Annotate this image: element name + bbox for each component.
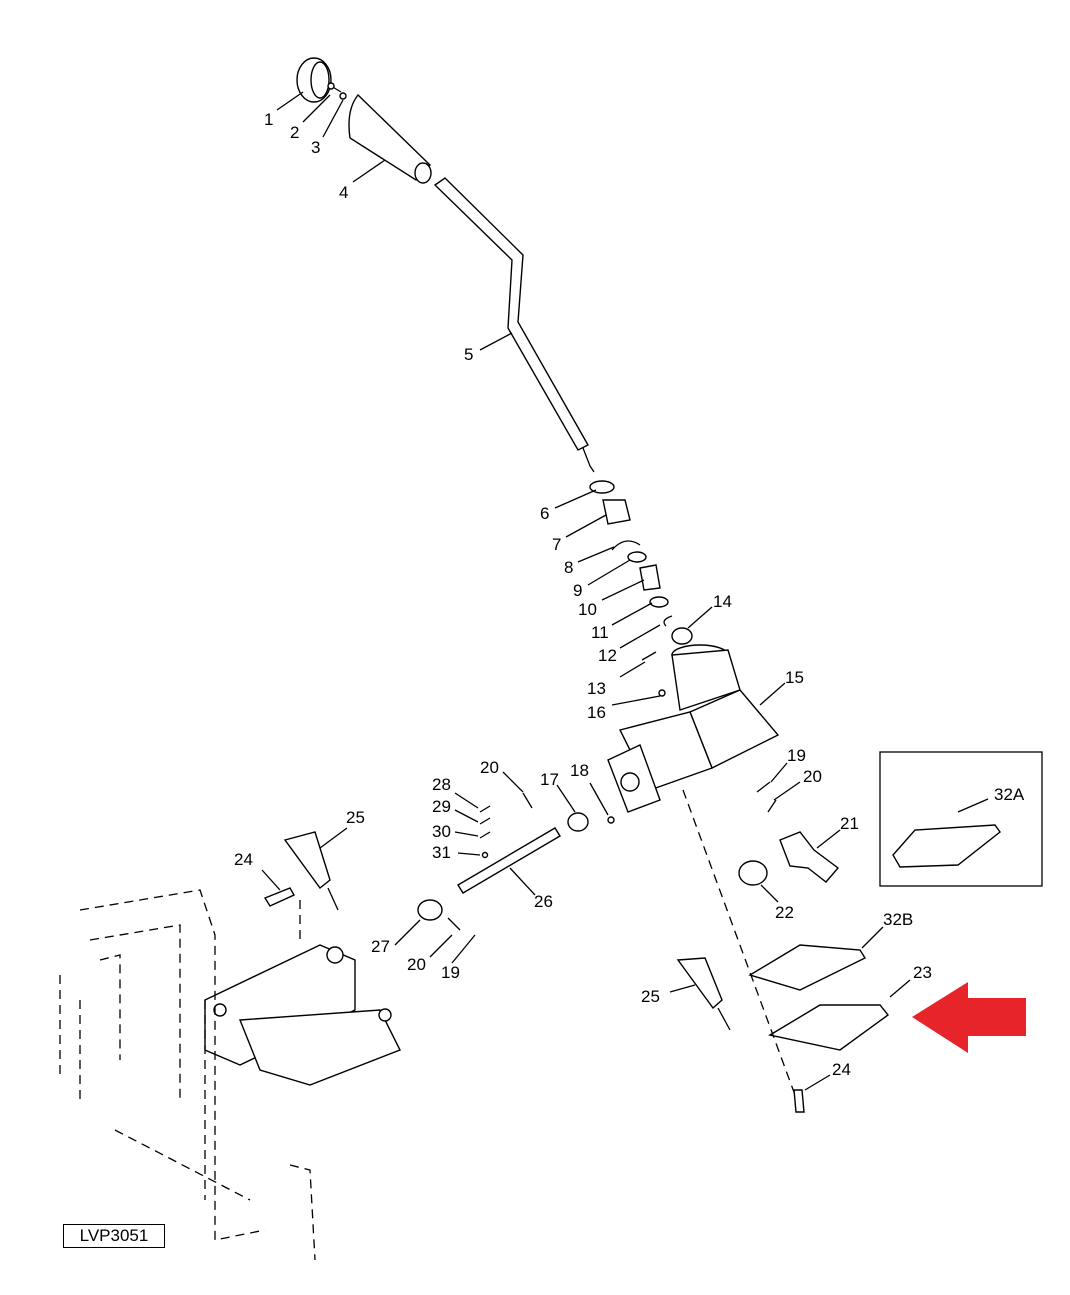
leader-lines	[261, 91, 989, 1091]
callout-29: 29	[432, 797, 451, 816]
part-plate-32A	[892, 824, 1001, 868]
part-ring-11	[649, 596, 669, 608]
part-pin-13	[641, 651, 657, 661]
part-housing	[607, 644, 780, 813]
callout-32A: 32A	[994, 785, 1025, 804]
callout-28: 28	[432, 775, 451, 794]
diagram-code-label: LVP3051	[63, 1224, 165, 1248]
callout-16: 16	[587, 703, 606, 722]
part-washer	[339, 92, 347, 100]
callout-17: 17	[540, 770, 559, 789]
callout-4: 4	[339, 183, 348, 202]
part-lever	[433, 177, 589, 451]
callout-26: 26	[534, 892, 553, 911]
callout-20-right: 20	[803, 767, 822, 786]
callout-13: 13	[587, 679, 606, 698]
part-collar-27	[417, 899, 443, 921]
part-plate-23	[768, 1004, 890, 1051]
callout-22: 22	[775, 903, 794, 922]
part-pin-20-right	[767, 799, 777, 813]
part-31	[481, 851, 489, 859]
part-fitting-18	[607, 816, 615, 824]
callout-25-right: 25	[641, 987, 660, 1006]
callout-labels: 1 2 3 4 5 6 7 8 9 10 11 12 13 14 15 16 1…	[234, 110, 1025, 1079]
callout-20-top: 20	[480, 758, 499, 777]
part-boot	[602, 499, 631, 525]
part-bushing-14	[671, 627, 693, 645]
callout-15: 15	[785, 668, 804, 687]
callout-18: 18	[570, 761, 589, 780]
callout-3: 3	[311, 138, 320, 157]
part-bolt-24-left	[263, 887, 295, 907]
part-bushing-17	[567, 812, 589, 832]
callout-7: 7	[552, 535, 561, 554]
callout-12: 12	[598, 646, 617, 665]
callout-24-right: 24	[832, 1060, 851, 1079]
callout-11: 11	[591, 623, 609, 642]
part-snap-ring	[611, 540, 641, 551]
callout-10: 10	[578, 600, 597, 619]
part-sleeve-25-left-tip	[327, 887, 339, 911]
callout-8: 8	[564, 558, 573, 577]
part-bolt-24-right	[793, 1089, 805, 1113]
callout-23: 23	[913, 963, 932, 982]
part-pin-16	[658, 689, 666, 697]
part-pin-20-top	[522, 792, 533, 809]
callout-25-left: 25	[346, 808, 365, 827]
part-shaft-26	[457, 827, 561, 894]
callout-19-lower: 19	[441, 963, 460, 982]
grip-end	[414, 162, 432, 184]
part-sleeve-25-right-tip	[717, 1007, 731, 1031]
part-washer-9	[627, 551, 647, 563]
assembly-line	[682, 789, 796, 1096]
part-28	[479, 805, 491, 813]
callout-32B: 32B	[883, 910, 913, 929]
part-clip-12	[663, 615, 673, 627]
highlight-arrow	[912, 982, 1026, 1053]
part-sleeve-25-right	[676, 957, 723, 1010]
part-spring	[639, 564, 661, 591]
part-plate-32B	[748, 944, 867, 991]
part-sleeve-25-left	[283, 831, 331, 890]
callout-14: 14	[713, 592, 732, 611]
callout-1: 1	[264, 110, 273, 129]
part-bushing-22	[738, 860, 768, 886]
callout-21: 21	[840, 814, 859, 833]
frame-outline	[59, 889, 316, 1261]
part-30	[479, 831, 491, 839]
callout-5: 5	[464, 345, 473, 364]
callout-24-left: 24	[234, 850, 253, 869]
callout-9: 9	[573, 581, 582, 600]
part-pin-19-right	[756, 781, 771, 793]
part-29	[479, 817, 491, 825]
inset-box-32A	[879, 751, 1043, 887]
part-knob-cap	[296, 57, 332, 103]
part-screw	[327, 82, 342, 93]
callout-31: 31	[432, 843, 451, 862]
callout-30: 30	[432, 822, 451, 841]
lever-tip	[582, 447, 595, 473]
callout-6: 6	[540, 504, 549, 523]
callout-27: 27	[371, 937, 390, 956]
callout-19-right: 19	[787, 746, 806, 765]
machine-assembly	[204, 944, 401, 1086]
callout-20-lower: 20	[407, 955, 426, 974]
part-bracket-21	[779, 831, 840, 883]
part-handle-grip	[348, 93, 431, 181]
callout-2: 2	[290, 123, 299, 142]
part-pin-20-lower	[447, 917, 461, 931]
